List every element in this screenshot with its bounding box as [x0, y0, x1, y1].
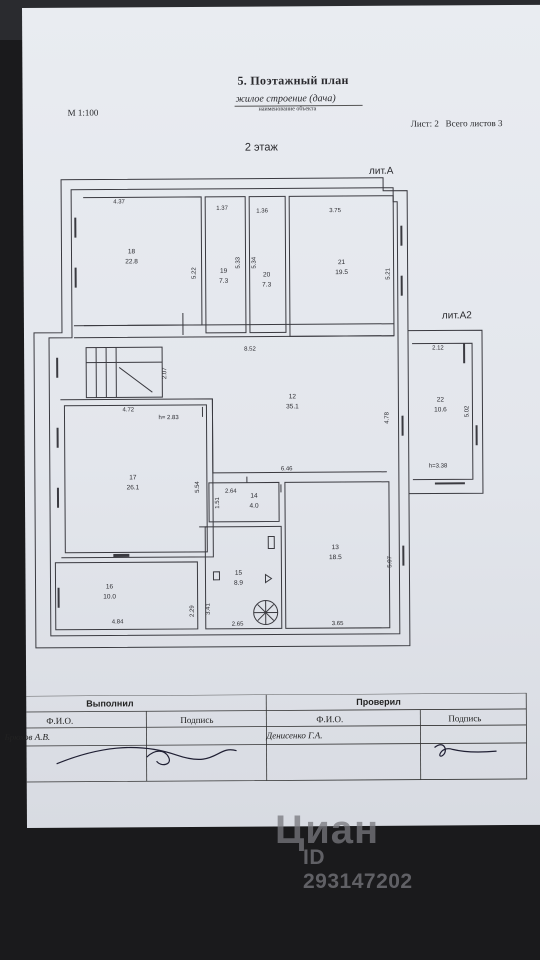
- dim-522: 5.22: [192, 267, 198, 279]
- room-17-num: 17: [129, 474, 137, 481]
- dim-264: 2.64: [225, 489, 237, 495]
- dim-265: 2.65: [232, 622, 244, 628]
- fio-label-right: Ф.И.О.: [316, 714, 344, 725]
- height-283: h= 2.83: [158, 415, 179, 421]
- room-18-num: 18: [128, 248, 136, 255]
- dim-502: 5.02: [464, 405, 470, 417]
- fio-label-left: Ф.И.О.: [46, 715, 74, 726]
- checker-signature: [434, 744, 497, 757]
- room-16-area: 10.0: [103, 593, 116, 600]
- room-16-walls: [54, 561, 199, 631]
- signature-table: Выполнил Проверил Ф.И.О. Подпись Ф.И.О. …: [4, 692, 540, 784]
- room-12-num: 12: [289, 393, 297, 400]
- performer-signature: [56, 746, 237, 766]
- plumbing-fixtures: [212, 535, 275, 584]
- annex-outer: [407, 329, 484, 495]
- dim-229: 2.29: [190, 605, 196, 617]
- dim-137: 1.37: [216, 206, 228, 212]
- sign-label-right: Подпись: [448, 713, 482, 724]
- room-17-area: 26.1: [127, 484, 140, 491]
- dim-207: 2.07: [162, 367, 168, 379]
- room-13-area: 18.5: [329, 554, 342, 561]
- performed-label: Выполнил: [86, 698, 134, 709]
- room-20-area: 7.3: [262, 281, 271, 288]
- room-16-num: 16: [106, 583, 114, 590]
- dim-437: 4.37: [113, 199, 125, 205]
- stair-box: [85, 346, 163, 399]
- sign-label-left: Подпись: [180, 714, 214, 726]
- performer-name: Брюхов А.В.: [4, 731, 51, 743]
- annex-inner: [412, 342, 474, 481]
- room-19-num: 19: [220, 268, 228, 275]
- dim-521: 5.21: [386, 267, 392, 279]
- room-17-walls: [60, 398, 214, 559]
- dim-534: 5.34: [252, 256, 258, 268]
- hall-12-walls: [211, 398, 387, 474]
- dim-136: 1.36: [256, 208, 268, 214]
- height-338: h=3.38: [429, 463, 448, 469]
- room-14-walls: [208, 481, 280, 523]
- dim-472: 4.72: [122, 407, 134, 413]
- windows: [56, 217, 478, 608]
- room-22-num: 22: [437, 396, 445, 403]
- dim-533: 5.33: [236, 256, 242, 268]
- document-sheet: 5. Поэтажный план жилое строение (дача) …: [4, 4, 540, 828]
- room-13-walls: [284, 481, 391, 629]
- dim-212: 2.12: [432, 345, 444, 351]
- dim-484: 4.84: [112, 619, 124, 625]
- room-15-num: 15: [235, 570, 243, 577]
- outer-wall-outer: [33, 177, 411, 649]
- checker-name: Денисенко Г.А.: [266, 730, 323, 741]
- door-marks: [182, 313, 282, 528]
- spiral-steps: [253, 600, 278, 625]
- room-14-num: 14: [250, 493, 258, 500]
- room-19-area: 7.3: [219, 278, 228, 285]
- watermark-logo: Циан: [275, 808, 380, 852]
- room-15-walls: [204, 525, 283, 630]
- dim-852: 8.52: [244, 347, 256, 353]
- room-18-walls: [83, 196, 203, 327]
- watermark-id: ID 293147202: [303, 846, 413, 893]
- room-12-area: 35.1: [286, 403, 299, 410]
- room-13-num: 13: [332, 544, 340, 551]
- dim-151: 1.51: [215, 496, 221, 508]
- dim-365: 3.65: [332, 621, 344, 627]
- dim-646: 6.46: [281, 466, 293, 472]
- room-21-num: 21: [338, 259, 346, 266]
- signature-table-grid: [26, 692, 528, 783]
- dim-507: 5.07: [387, 555, 393, 567]
- dim-554: 5.54: [195, 481, 201, 493]
- corridor-wall: [73, 323, 395, 339]
- room-20-walls: [248, 195, 287, 334]
- room-21-area: 19.5: [335, 269, 348, 276]
- outer-wall-inner: [48, 187, 401, 637]
- stair-steps: [86, 347, 163, 398]
- dim-341: 3.41: [206, 603, 212, 615]
- watermark: Циан ID 293147202: [275, 808, 412, 893]
- room-19-walls: [204, 196, 247, 334]
- room-20-num: 20: [263, 271, 271, 278]
- room-14-area: 4.0: [250, 503, 259, 510]
- room-22-area: 10.6: [434, 406, 447, 413]
- room-17-inner: [63, 404, 208, 554]
- room-15-area: 8.9: [234, 580, 243, 587]
- dim-478: 4.78: [384, 411, 390, 423]
- floor-plan: 18 22.8 19 7.3 20 7.3 21 19.5 12 35.1 22…: [33, 177, 484, 649]
- checked-label: Проверил: [356, 696, 401, 707]
- room-18-area: 22.8: [125, 258, 138, 265]
- dim-375: 3.75: [329, 208, 341, 214]
